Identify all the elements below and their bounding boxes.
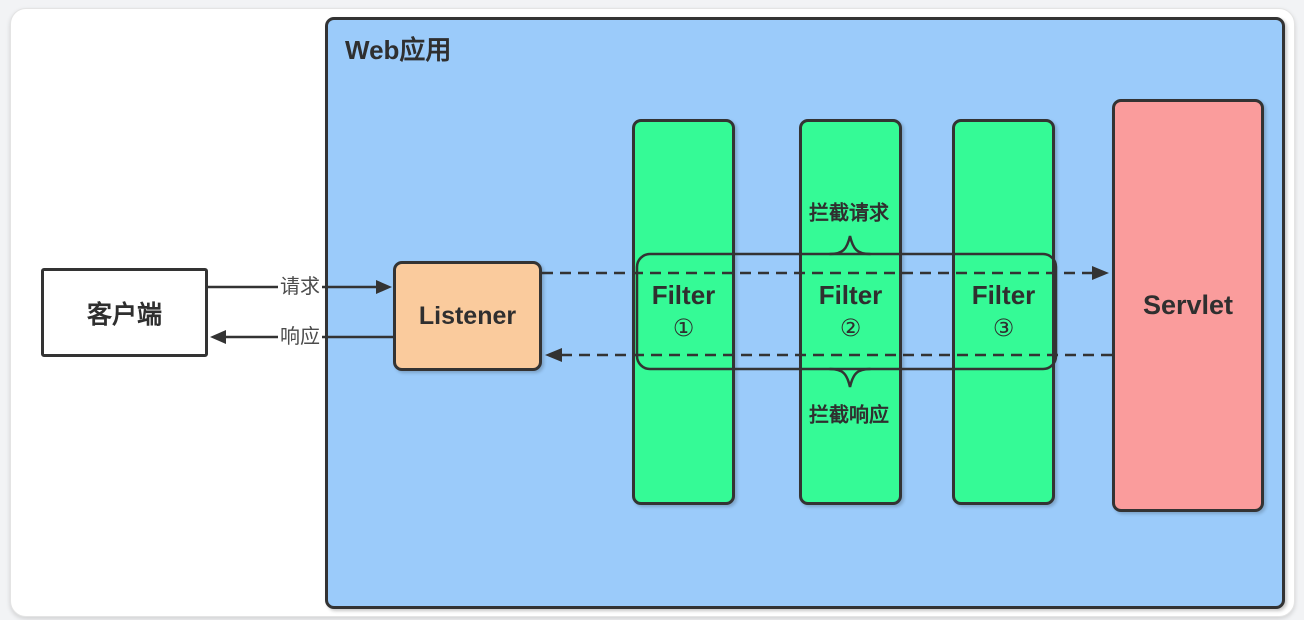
filter-2-number: ② bbox=[839, 315, 862, 343]
servlet-box: Servlet bbox=[1112, 99, 1264, 512]
intercept-request-label: 拦截请求 bbox=[809, 202, 889, 225]
servlet-label: Servlet bbox=[1142, 290, 1234, 320]
intercept-response-label: 拦截响应 bbox=[809, 404, 889, 427]
response-label: 响应 bbox=[278, 325, 322, 349]
filter-1-label: Filter bbox=[651, 280, 716, 311]
filter-3-number: ③ bbox=[992, 315, 1015, 343]
listener-label: Listener bbox=[418, 301, 517, 330]
web-app-title: Web应用 bbox=[345, 35, 452, 65]
filter-3-label: Filter bbox=[971, 280, 1036, 311]
filter-box-1: Filter ① bbox=[632, 119, 735, 505]
filter-box-3: Filter ③ bbox=[952, 119, 1055, 505]
filter-1-number: ① bbox=[672, 315, 695, 343]
filter-2-label: Filter bbox=[818, 280, 883, 311]
filter-box-2: Filter ② bbox=[799, 119, 902, 505]
listener-box: Listener bbox=[393, 261, 542, 371]
request-label: 请求 bbox=[278, 275, 322, 299]
client-label: 客户端 bbox=[86, 300, 162, 329]
client-box: 客户端 bbox=[41, 268, 208, 357]
